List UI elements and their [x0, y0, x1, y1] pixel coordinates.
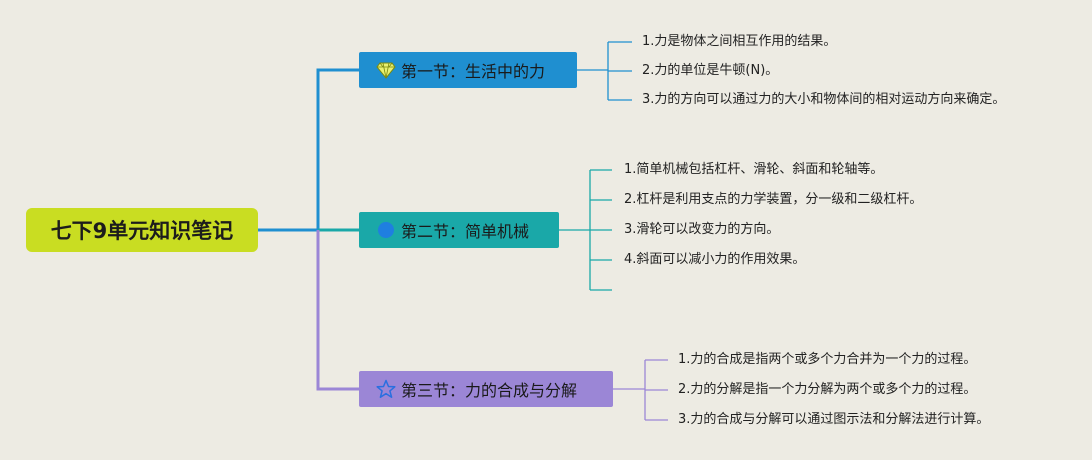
section-3-topic[interactable]: 第三节：力的合成与分解 [359, 371, 613, 407]
root-topic[interactable]: 七下9单元知识笔记 [26, 208, 258, 252]
section-3-note-2[interactable]: 2.力的分解是指一个力分解为两个或多个力的过程。 [678, 382, 977, 397]
section-2-note-3[interactable]: 3.滑轮可以改变力的方向。 [624, 222, 780, 237]
section-3-note-1[interactable]: 1.力的合成是指两个或多个力合并为一个力的过程。 [678, 352, 977, 367]
section-2-topic[interactable]: 第二节：简单机械 [359, 212, 559, 248]
connector-section-3 [316, 230, 359, 391]
section-2-note-4[interactable]: 4.斜面可以减小力的作用效果。 [624, 252, 806, 267]
connector-section-1 [316, 68, 359, 230]
root-title: 七下9单元知识笔记 [50, 219, 234, 243]
section-2-note-2[interactable]: 2.杠杆是利用支点的力学装置，分一级和二级杠杆。 [624, 192, 923, 207]
star-icon [375, 378, 397, 400]
section-2-note-1[interactable]: 1.简单机械包括杠杆、滑轮、斜面和轮轴等。 [624, 162, 884, 177]
section-1-note-3[interactable]: 3.力的方向可以通过力的大小和物体间的相对运动方向来确定。 [642, 92, 1006, 107]
section-2-title: 第二节：简单机械 [401, 222, 530, 241]
section-1-title: 第一节：生活中的力 [401, 62, 546, 81]
section-1-topic[interactable]: 第一节：生活中的力 [359, 52, 577, 88]
section-3-note-3[interactable]: 3.力的合成与分解可以通过图示法和分解法进行计算。 [678, 412, 990, 427]
circle-icon [375, 219, 397, 241]
section-1-note-1[interactable]: 1.力是物体之间相互作用的结果。 [642, 34, 837, 49]
diamond-icon [375, 59, 397, 81]
section-3-title: 第三节：力的合成与分解 [401, 381, 578, 400]
section-1-note-2[interactable]: 2.力的单位是牛顿(N)。 [642, 63, 779, 78]
